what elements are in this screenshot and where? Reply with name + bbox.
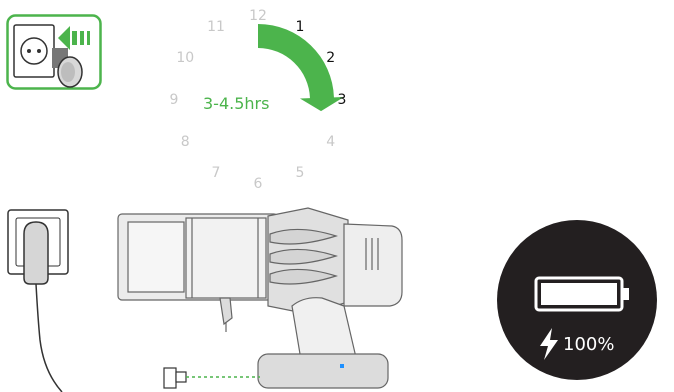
clock-number-10: 10 xyxy=(176,50,194,66)
clock-number-1: 1 xyxy=(296,19,305,35)
charge-duration-label: 3-4.5hrs xyxy=(203,94,269,113)
clock-number-11: 11 xyxy=(207,19,225,35)
battery-full-icon xyxy=(533,275,633,315)
clock-number-6: 6 xyxy=(254,176,263,192)
clock-number-7: 7 xyxy=(212,165,221,181)
clock-arc-arrow xyxy=(258,24,344,111)
charger-cable-icon xyxy=(160,360,270,392)
clock-number-4: 4 xyxy=(326,134,335,150)
clock-number-3: 3 xyxy=(338,92,347,108)
wall-socket-icon xyxy=(0,200,110,392)
clock-number-12: 12 xyxy=(249,8,267,24)
clock-number-8: 8 xyxy=(181,134,190,150)
lightning-bolt-icon xyxy=(538,328,560,360)
clock-number-9: 9 xyxy=(170,92,179,108)
battery-level-text: 100% xyxy=(563,334,614,355)
clock-number-5: 5 xyxy=(296,165,305,181)
clock-number-2: 2 xyxy=(326,50,335,66)
